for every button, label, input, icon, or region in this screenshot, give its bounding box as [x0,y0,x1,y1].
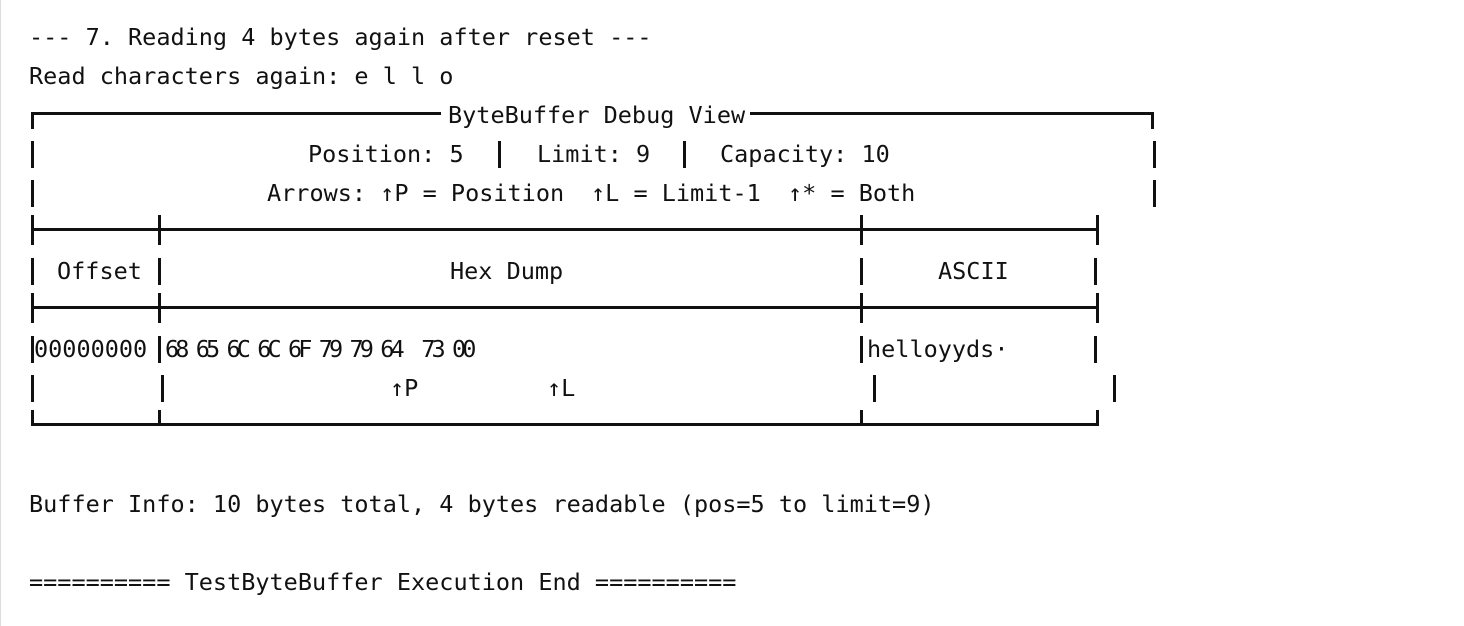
table-column-divider [158,258,161,285]
table-border-tick [860,410,863,426]
column-header-hex-dump: Hex Dump [450,257,564,285]
column-header-offset: Offset [57,257,142,285]
table-column-divider [158,336,161,363]
table-column-divider [860,258,863,285]
debug-box-top-border-right [750,112,1154,115]
table-separator-tick [31,215,34,245]
ascii-cell: helloyyds· [867,335,1009,363]
debug-box-right-border [1153,180,1156,207]
table-separator-tick [1096,293,1099,323]
table-border-tick [31,410,34,426]
buffer-info-line: Buffer Info: 10 bytes total, 4 bytes rea… [29,490,935,518]
table-column-divider [161,375,164,402]
table-border [1113,375,1116,402]
table-column-divider [860,336,863,363]
debug-box-left-border [31,180,34,207]
stats-divider [683,141,686,168]
capacity-field: Capacity: 10 [720,140,890,168]
debug-box-corner-left [31,113,34,129]
table-separator-tick [158,215,161,245]
table-separator-tick [860,293,863,323]
table-separator-tick [158,293,161,323]
arrows-legend-both: ↑* = Both [788,179,916,207]
table-border [1094,336,1097,363]
table-separator-tick [1096,215,1099,245]
table-column-divider [873,375,876,402]
debug-box-right-border [1153,141,1156,168]
table-separator-top [31,228,1099,231]
debug-box-top-border-left [31,112,441,115]
table-separator-tick [860,215,863,245]
limit-field: Limit: 9 [537,140,651,168]
column-header-ascii: ASCII [938,257,1009,285]
stats-divider [498,141,501,168]
arrows-legend-position: Arrows: ↑P = Position [267,179,565,207]
execution-end-line: ========== TestByteBuffer Execution End … [29,568,737,596]
table-border [1094,258,1097,285]
table-border [31,258,34,285]
debug-view-title: ByteBuffer Debug View [448,101,746,129]
table-separator-tick [31,293,34,323]
table-border-corner [1096,410,1099,426]
read-result-line: Read characters again: e l l o [29,62,454,90]
limit-marker: ↑L [547,374,576,402]
table-border-tick [158,410,161,426]
hex-dump-cell: 68 65 6C 6C 6F 79 79 64 73 00 [165,335,476,363]
offset-cell: 00000000 [34,335,148,363]
table-border [31,336,34,363]
debug-box-left-border [31,141,34,168]
table-border-bottom [31,423,1099,426]
position-marker: ↑P [390,374,419,402]
table-separator-mid [31,306,1099,309]
position-field: Position: 5 [308,140,464,168]
section-header: --- 7. Reading 4 bytes again after reset… [29,23,652,51]
table-border [31,375,34,402]
debug-box-corner-right [1151,113,1154,129]
arrows-legend-limit: ↑L = Limit-1 [591,179,761,207]
